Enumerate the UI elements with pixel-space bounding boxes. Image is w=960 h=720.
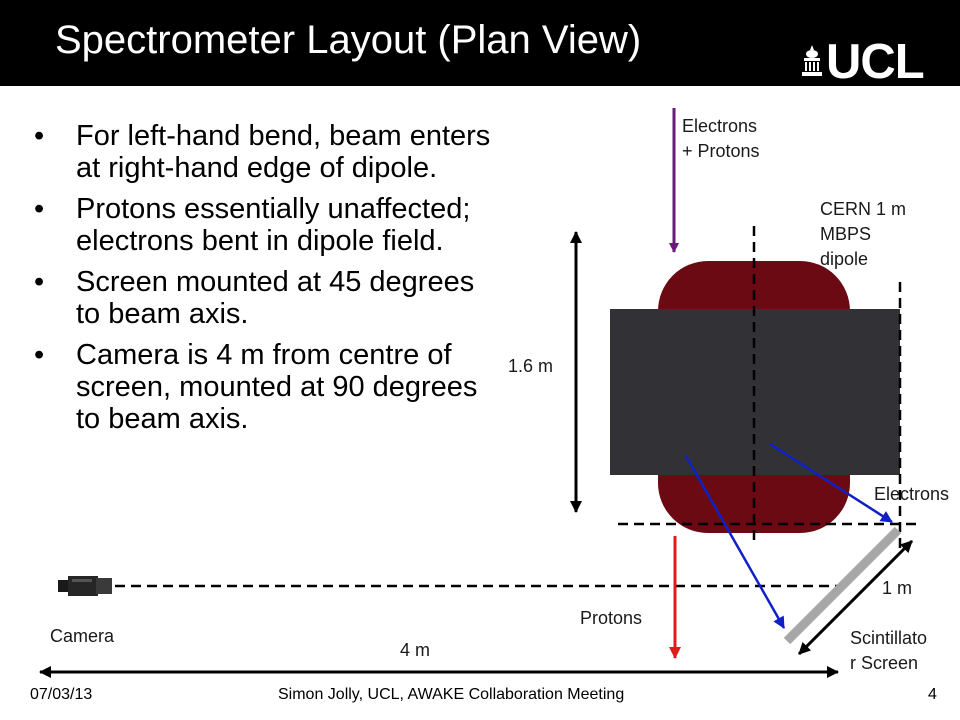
dipole-label-line: CERN 1 m (820, 199, 907, 219)
footer-presenter: Simon Jolly, UCL, AWAKE Collaboration Me… (278, 686, 625, 703)
screen-label-line: Scintillato (850, 628, 928, 648)
dipole-label: CERN 1 m MBPS dipole (820, 197, 906, 272)
ucl-logo-text: UCL (826, 35, 925, 89)
ucl-logo: UCL (802, 35, 960, 89)
bullet-item: For left-hand bend, beam enters at right… (34, 120, 504, 184)
distance-dimension-label: 4 m (400, 640, 431, 660)
screen-dimension-arrow (797, 539, 914, 656)
dipole-label-line: MBPS (820, 224, 872, 244)
height-dimension-label: 1.6 m (508, 356, 554, 376)
footer-date: 07/03/13 (30, 686, 93, 703)
electrons-label: Electrons (874, 484, 950, 504)
electron-trajectory-arrow (769, 442, 893, 524)
bullet-item: Camera is 4 m from centre of screen, mou… (34, 339, 504, 435)
incoming-beam-label: Electrons + Protons (682, 114, 760, 164)
bullet-list: For left-hand bend, beam enters at right… (34, 120, 504, 444)
dipole-label-line: dipole (820, 249, 869, 269)
slide-title: Spectrometer Layout (Plan View) (55, 18, 642, 62)
camera-icon (58, 576, 112, 596)
bullet-item: Screen mounted at 45 degrees to beam axi… (34, 266, 504, 330)
incoming-beam-label-line: + Protons (682, 141, 760, 161)
screen-label: Scintillato r Screen (850, 626, 927, 676)
incoming-beam-label-line: Electrons (682, 116, 758, 136)
footer-page-number: 4 (928, 686, 937, 703)
screen-dimension-label: 1 m (882, 578, 913, 598)
bullet-item: Protons essentially unaffected; electron… (34, 193, 504, 257)
camera-label: Camera (50, 626, 115, 646)
electron-trajectory-arrow (684, 455, 786, 629)
title-bar: Spectrometer Layout (Plan View) UCL (0, 0, 960, 89)
screen-label-line: r Screen (850, 653, 919, 673)
ucl-portico-icon (802, 45, 822, 76)
protons-label: Protons (580, 608, 643, 628)
